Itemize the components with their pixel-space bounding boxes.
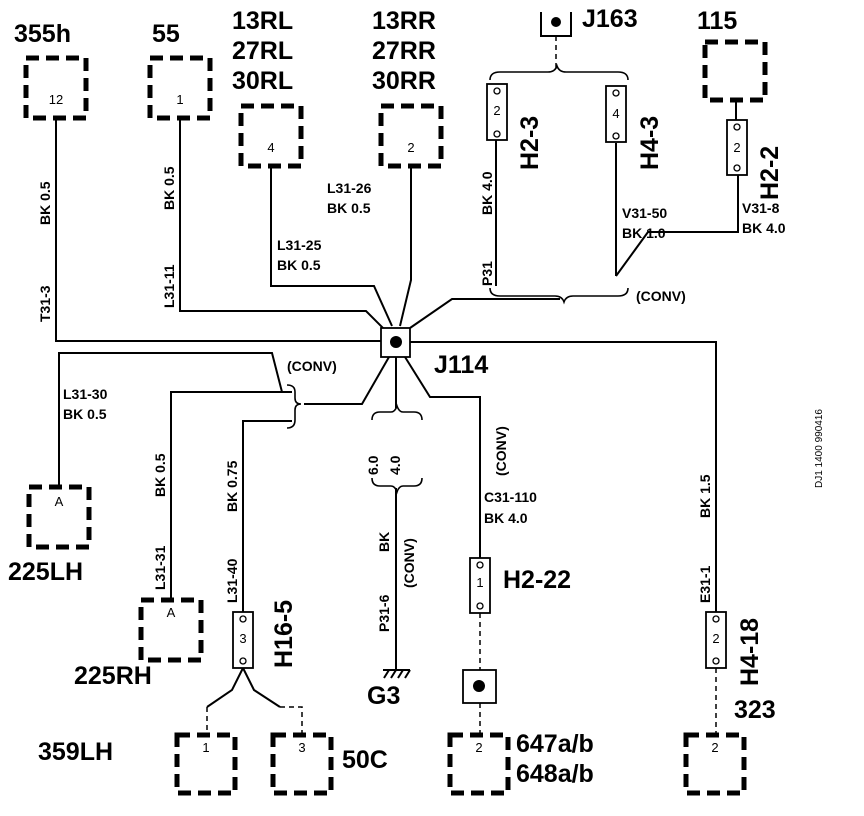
component-225lh: A 225LH: [8, 484, 92, 586]
connector-h16-5: 3 H16-5: [232, 600, 298, 669]
connector-h4-18-label: H4-18: [736, 618, 764, 686]
wire-p31-6-size-1: 6.0: [365, 455, 381, 475]
component-55-label: 55: [152, 20, 180, 48]
wire-l31-11-spec: BK 0.5: [161, 166, 177, 210]
wires: [55, 36, 739, 735]
connector-h2-22-pin: 1: [476, 575, 483, 590]
connector-h4-18-pin: 2: [712, 631, 719, 646]
component-355h-label: 355h: [14, 20, 71, 48]
wire-v31-8-spec: BK 4.0: [742, 220, 786, 236]
wire-l31-11-id: L31-11: [161, 264, 177, 308]
component-647-pin: 2: [475, 740, 482, 755]
splice-j114-label: J114: [434, 351, 488, 379]
wire-labels: T31-3 BK 0.5 L31-11 BK 0.5 L31-25 BK 0.5…: [37, 166, 825, 632]
component-13rl-label-3: 30RL: [232, 67, 293, 95]
wire-e31-1-spec: BK 1.5: [697, 474, 713, 518]
component-359lh-pin: 1: [202, 740, 209, 755]
component-359lh-label: 359LH: [38, 738, 113, 766]
connector-h4-3: 4 H4-3: [605, 85, 664, 170]
connector-h2-3-label: H2-3: [516, 116, 544, 170]
component-225lh-label: 225LH: [8, 558, 83, 586]
wire-p31-6-spec: BK: [376, 532, 392, 552]
component-50c-label: 50C: [342, 746, 388, 774]
connector-h2-3: 2 H2-3: [486, 83, 544, 170]
component-225rh: A 225RH: [74, 597, 204, 690]
wire-t31-3-id: T31-3: [37, 285, 53, 322]
component-323-pin: 2: [711, 740, 718, 755]
component-323: 2 323: [683, 696, 776, 796]
component-225rh-label: 225RH: [74, 662, 152, 690]
wire-p31-id: P31: [479, 261, 495, 286]
wire-l31-30-id: L31-30: [63, 386, 108, 402]
wire-t31-3-spec: BK 0.5: [37, 181, 53, 225]
component-50c: 3 50C: [270, 732, 388, 796]
conv-label-c31-110: (CONV): [493, 426, 509, 476]
conv-label-upper: (CONV): [636, 288, 686, 304]
wire-l31-31-id: L31-31: [152, 545, 168, 590]
wire-v31-8-id: V31-8: [742, 200, 780, 216]
connector-h16-5-label: H16-5: [270, 600, 298, 668]
component-647-label-1: 647a/b: [516, 730, 594, 758]
splice-j114: J114: [380, 327, 488, 379]
component-55-pin: 1: [176, 92, 183, 107]
component-55: 55 1: [147, 20, 213, 121]
wire-p31-6-size-2: 4.0: [387, 455, 403, 475]
wire-l31-40-id: L31-40: [224, 558, 240, 603]
wire-c31-110-id: C31-110: [484, 489, 537, 505]
wire-e31-1-id: E31-1: [697, 565, 713, 603]
component-355h-pin: 12: [49, 92, 63, 107]
component-647-label-2: 648a/b: [516, 760, 594, 788]
connector-h4-3-label: H4-3: [636, 116, 664, 170]
connector-h2-3-pin: 2: [493, 103, 500, 118]
wire-p31-6-id: P31-6: [376, 594, 392, 632]
wire-p31-spec: BK 4.0: [479, 171, 495, 215]
component-13rr-pin: 2: [407, 140, 414, 155]
component-13rr-label-1: 13RR: [372, 7, 436, 35]
component-13rl-pin: 4: [267, 140, 274, 155]
ground-g3-label: G3: [367, 682, 400, 710]
drawing-reference: DJ1 1400 990416: [814, 409, 825, 488]
wire-l31-26-id: L31-26: [327, 180, 372, 196]
wire-v31-50-id: V31-50: [622, 205, 667, 221]
splice-j163: J163: [540, 5, 638, 37]
conv-braces: [286, 63, 629, 495]
component-225rh-pin: A: [167, 605, 176, 620]
wire-l31-31-spec: BK 0.5: [152, 453, 168, 497]
connector-h2-2: 2 H2-2: [726, 119, 784, 200]
component-13rl-label-2: 27RL: [232, 37, 293, 65]
conv-label-g3: (CONV): [401, 538, 417, 588]
wire-l31-26-spec: BK 0.5: [327, 200, 371, 216]
connector-h2-22: 1 H2-22: [469, 557, 571, 614]
component-323-label: 323: [734, 696, 776, 724]
component-13rr: 13RR 27RR 30RR 2: [372, 7, 444, 169]
connector-h16-5-pin: 3: [239, 631, 246, 646]
wire-v31-50-spec: BK 1.0: [622, 225, 666, 241]
component-13rr-label-3: 30RR: [372, 67, 436, 95]
splice-h2-22-terminal: [462, 669, 497, 704]
connector-h4-3-pin: 4: [612, 106, 619, 121]
connector-h2-22-label: H2-22: [503, 566, 571, 594]
wire-l31-25-spec: BK 0.5: [277, 257, 321, 273]
conv-label-left: (CONV): [287, 358, 337, 374]
component-50c-pin: 3: [298, 740, 305, 755]
component-13rr-label-2: 27RR: [372, 37, 436, 65]
connector-h2-2-label: H2-2: [756, 146, 784, 200]
splice-j163-label: J163: [582, 5, 638, 33]
connector-h4-18: 2 H4-18: [705, 611, 764, 686]
ground-g3: G3: [367, 669, 411, 710]
component-647: 2 647a/b 648a/b: [447, 730, 594, 796]
component-225lh-pin: A: [55, 494, 64, 509]
wire-l31-25-id: L31-25: [277, 237, 322, 253]
component-355h: 355h 12: [14, 20, 89, 121]
wire-c31-110-spec: BK 4.0: [484, 510, 528, 526]
component-13rl: 13RL 27RL 30RL 4: [232, 7, 304, 169]
component-115: 115: [697, 7, 768, 103]
component-359lh: 1 359LH: [38, 732, 238, 796]
wire-l31-40-spec: BK 0.75: [224, 460, 240, 512]
connector-h2-2-pin: 2: [733, 140, 740, 155]
component-115-label: 115: [697, 7, 737, 35]
component-13rl-label-1: 13RL: [232, 7, 293, 35]
wire-l31-30-spec: BK 0.5: [63, 406, 107, 422]
